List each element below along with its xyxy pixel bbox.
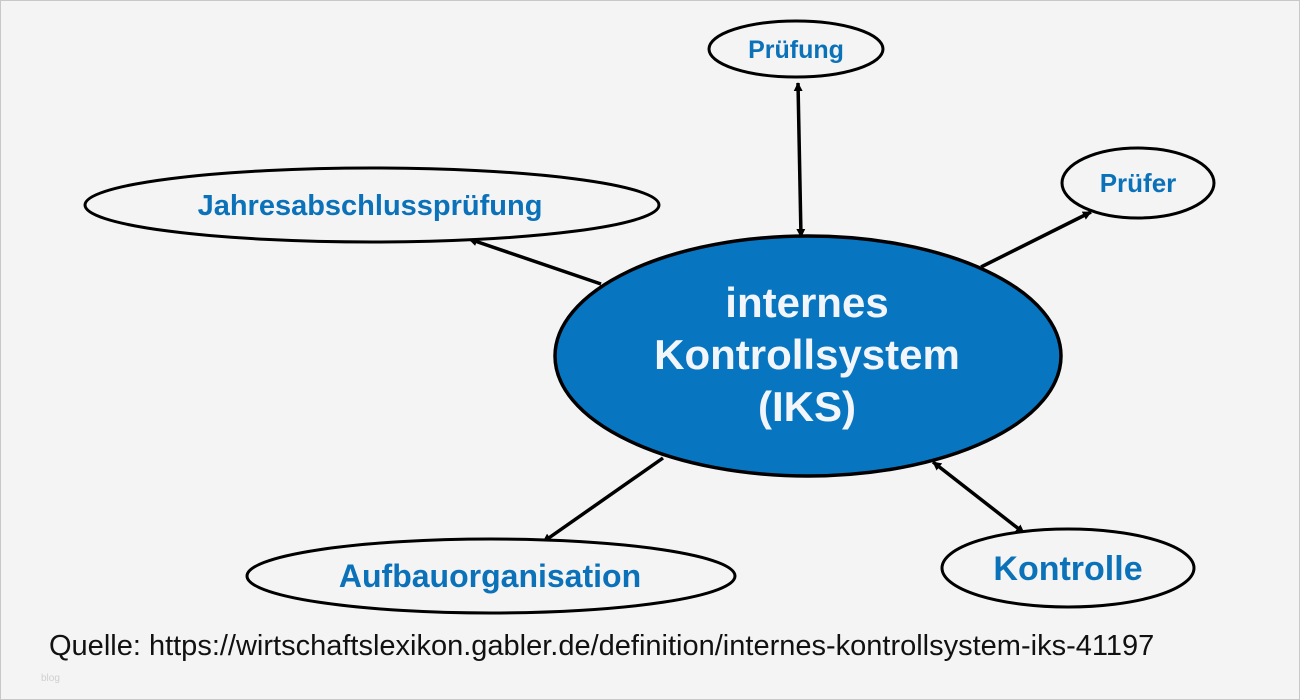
node-label: Kontrolle [993, 550, 1142, 588]
node-pruefer: Prüfer [1060, 146, 1216, 220]
node-label: Prüfer [1100, 168, 1177, 198]
edge-aufbau [541, 456, 665, 544]
node-jahresabschlusspruefung: Jahresabschlussprüfung [83, 166, 661, 244]
watermark: blog [41, 673, 60, 684]
center-label-line-1: internes [725, 279, 888, 326]
node-label: Prüfung [748, 36, 844, 64]
node-label: Aufbauorganisation [339, 558, 641, 594]
edge-pruefer [980, 210, 1092, 269]
edge-kontrolle [931, 460, 1026, 535]
node-label: Jahresabschlussprüfung [198, 190, 543, 222]
center-label-line-2: Kontrollsystem [654, 331, 960, 378]
node-aufbauorganisation: Aufbauorganisation [245, 537, 737, 615]
node-kontrolle: Kontrolle [940, 527, 1196, 609]
node-pruefung: Prüfung [707, 19, 885, 79]
source-caption: Quelle: https://wirtschaftslexikon.gable… [49, 630, 1155, 662]
edge-pruefung [793, 82, 806, 238]
edge-jahresabschluss [468, 237, 602, 286]
center-label-line-3: (IKS) [758, 383, 856, 430]
node-center-iks: internes Kontrollsystem (IKS) [553, 234, 1063, 478]
